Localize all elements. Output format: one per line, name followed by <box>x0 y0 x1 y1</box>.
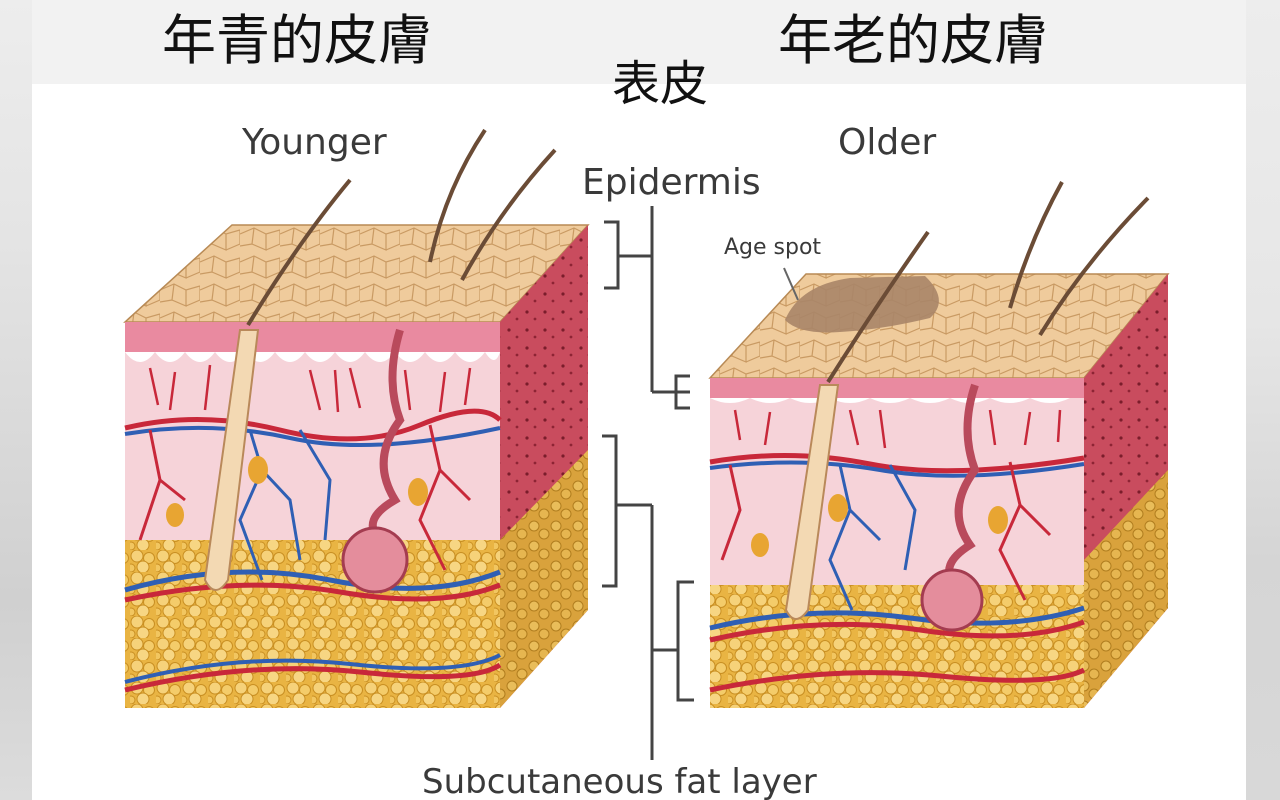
old-skin-block <box>708 181 1170 708</box>
age-spot-pointer <box>783 267 799 301</box>
label-epidermis: Epidermis <box>582 162 761 203</box>
subcutaneous-bracket <box>602 434 694 760</box>
caption-epidermis-zh: 表皮 <box>612 56 709 112</box>
label-age-spot: Age spot <box>724 235 821 260</box>
label-older: Older <box>838 122 936 163</box>
right-edge-strip <box>1246 0 1280 800</box>
epidermis-bracket <box>604 206 690 410</box>
caption-young-skin: 年青的皮膚 <box>162 9 432 72</box>
label-subcutaneous-fat-layer: Subcutaneous fat layer <box>422 762 817 800</box>
left-edge-strip <box>0 0 32 800</box>
young-skin-block <box>123 128 590 708</box>
age-spot-patch <box>785 276 939 333</box>
label-younger: Younger <box>241 122 387 163</box>
caption-old-skin: 年老的皮膚 <box>778 9 1048 72</box>
